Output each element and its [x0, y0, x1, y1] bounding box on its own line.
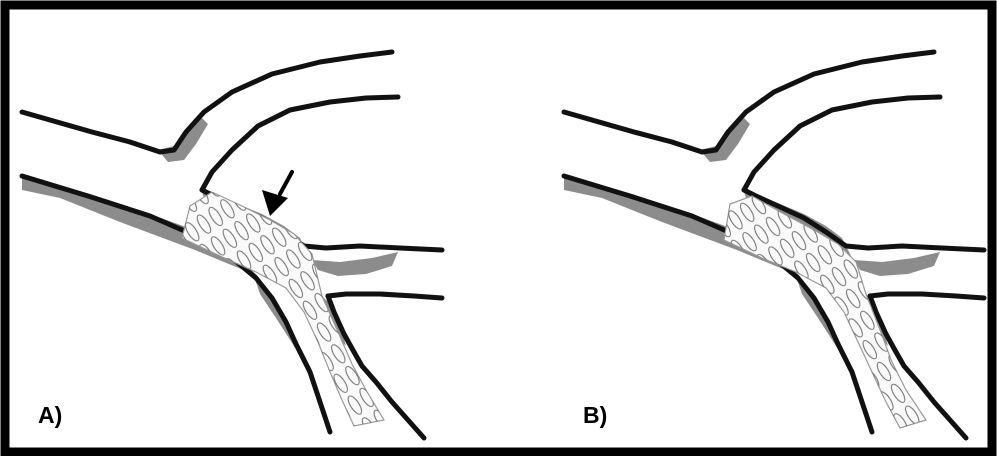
panel-label-a: A) — [38, 402, 62, 429]
panel-label-b: B) — [583, 402, 607, 429]
